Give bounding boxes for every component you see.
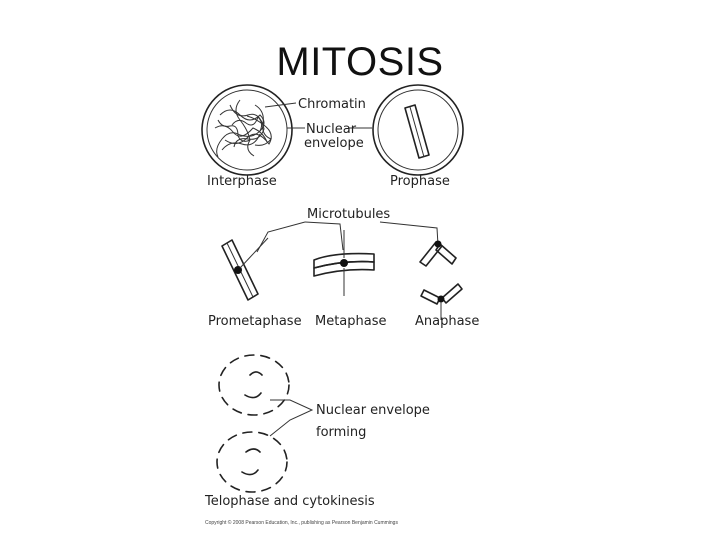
microtubules-label: Microtubules xyxy=(307,207,390,222)
copyright-note: Copyright © 2008 Pearson Education, Inc.… xyxy=(205,519,398,526)
metaphase-chromosome xyxy=(313,230,375,296)
prometaphase-chromosome xyxy=(221,237,269,301)
slide-title: MITOSIS xyxy=(276,40,444,84)
telophase-nucleus-top xyxy=(218,354,290,416)
interphase-cell xyxy=(201,84,293,176)
chromatin-pointer xyxy=(264,102,297,108)
anaphase-label: Anaphase xyxy=(415,314,479,329)
telophase-nucleus-bottom xyxy=(216,431,288,493)
forming-label: forming xyxy=(316,425,366,440)
prophase-cell xyxy=(372,84,464,176)
metaphase-label: Metaphase xyxy=(315,314,387,329)
microtubules-pointers xyxy=(256,221,439,253)
interphase-label: Interphase xyxy=(207,174,277,189)
nuclear-envelope-label: Nuclear envelope xyxy=(316,403,430,418)
chromatin-tangle xyxy=(214,99,272,158)
anaphase-chromosomes xyxy=(419,240,463,320)
envelope-label: envelope xyxy=(304,136,364,151)
envelope-forming-pointer xyxy=(269,399,314,437)
telophase-label: Telophase and cytokinesis xyxy=(204,494,375,509)
prometaphase-label: Prometaphase xyxy=(208,314,302,329)
prophase-label: Prophase xyxy=(390,174,450,189)
chromatin-label: Chromatin xyxy=(298,97,366,112)
nuclear-label: Nuclear xyxy=(306,122,357,137)
